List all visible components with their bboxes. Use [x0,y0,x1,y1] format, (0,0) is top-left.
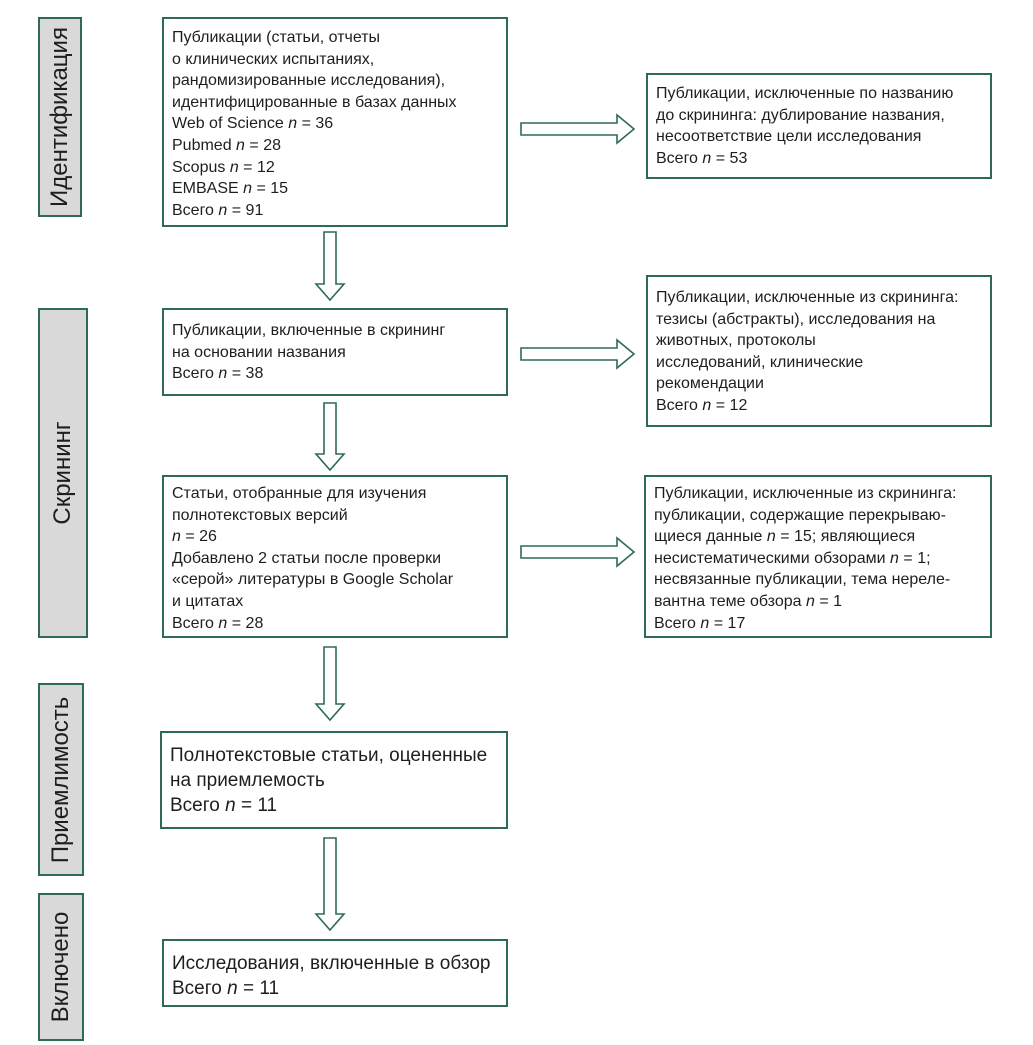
box-eligibility-assessed: Полнотекстовые статьи, оцененные на прие… [160,731,508,829]
box-excluded-screening: Публикации, исключенные из скрининга: те… [646,275,992,427]
stage-eligibility: Приемлимость [38,683,84,876]
count-embase: EMBASE n = 15 [172,180,289,198]
arrow-right-icon [520,536,636,568]
box-line: на основании названия [172,343,346,361]
box-line: полнотекстовых версий [172,506,348,524]
box-line: на приемлемость [170,770,325,791]
box-excluded-by-title: Публикации, исключенные по названию до с… [646,73,992,179]
box-line: рекомендации [656,375,764,393]
box-fulltext-selected: Статьи, отобранные для изучения полнотек… [162,475,508,638]
arrow-down-icon [314,231,346,302]
box-line: Публикации (статьи, отчеты [172,29,381,46]
box-line: до скрининга: дублирование названия, [656,106,945,124]
count-web-of-science: Web of Science n = 36 [172,115,334,133]
box-line: Публикации, исключенные из скрининга: [656,289,959,306]
box-line: Публикации, включенные в скрининг [172,322,446,339]
total-line: Всего n = 11 [172,978,280,999]
stage-screening: Скрининг [38,308,88,638]
arrow-right-icon [520,338,636,370]
count-scopus: Scopus n = 12 [172,158,275,176]
box-line: публикации, содержащие перекрываю- [654,506,946,524]
box-line: Добавлено 2 статьи после проверки [172,549,441,567]
box-screened: Публикации, включенные в скрининг на осн… [162,308,508,396]
box-line: Исследования, включенные в обзор [172,953,491,974]
total-line: Всего n = 38 [172,365,264,383]
total-line: Всего n = 17 [654,614,746,632]
total-line: Всего n = 12 [656,396,748,414]
stage-identification: Идентификация [38,17,82,217]
count-total: Всего n = 91 [172,201,264,219]
box-line: несвязанные публикации, тема нереле- [654,571,951,589]
box-records-identified: Публикации (статьи, отчеты о клинических… [162,17,508,227]
count-line: вантна теме обзора n = 1 [654,592,843,610]
box-line: Публикации, исключенные из скрининга: [654,485,957,502]
count-line: щиеся данные n = 15; являющиеся [654,528,916,546]
stage-included: Включено [38,893,84,1041]
box-line: Публикации, исключенные по названию [656,85,954,102]
count-line: n = 26 [172,528,217,546]
box-line: идентифицированные в базах данных [172,93,457,111]
total-line: Всего n = 28 [172,614,264,632]
box-included-studies: Исследования, включенные в обзор Всего n… [162,939,508,1007]
box-line: и цитатах [172,592,244,610]
arrow-right-icon [520,113,636,145]
count-pubmed: Pubmed n = 28 [172,136,281,154]
box-line: рандомизированные исследования), [172,72,446,90]
total-line: Всего n = 53 [656,149,748,167]
box-line: животных, протоколы [656,332,816,350]
total-line: Всего n = 11 [170,795,278,816]
arrow-down-icon [314,646,346,722]
box-line: исследований, клинические [656,353,864,371]
arrow-down-icon [314,402,346,472]
box-excluded-fulltext: Публикации, исключенные из скрининга: пу… [644,475,992,638]
count-line: несистематическими обзорами n = 1; [654,549,931,567]
box-line: «серой» литературы в Google Scholar [172,571,454,589]
box-line: Полнотекстовые статьи, оцененные [170,745,488,766]
box-line: тезисы (абстракты), исследования на [656,310,936,328]
box-line: о клинических испытаниях, [172,50,375,68]
arrow-down-icon [314,837,346,932]
box-line: Статьи, отобранные для изучения [172,485,427,502]
box-line: несоответствие цели исследования [656,128,922,146]
